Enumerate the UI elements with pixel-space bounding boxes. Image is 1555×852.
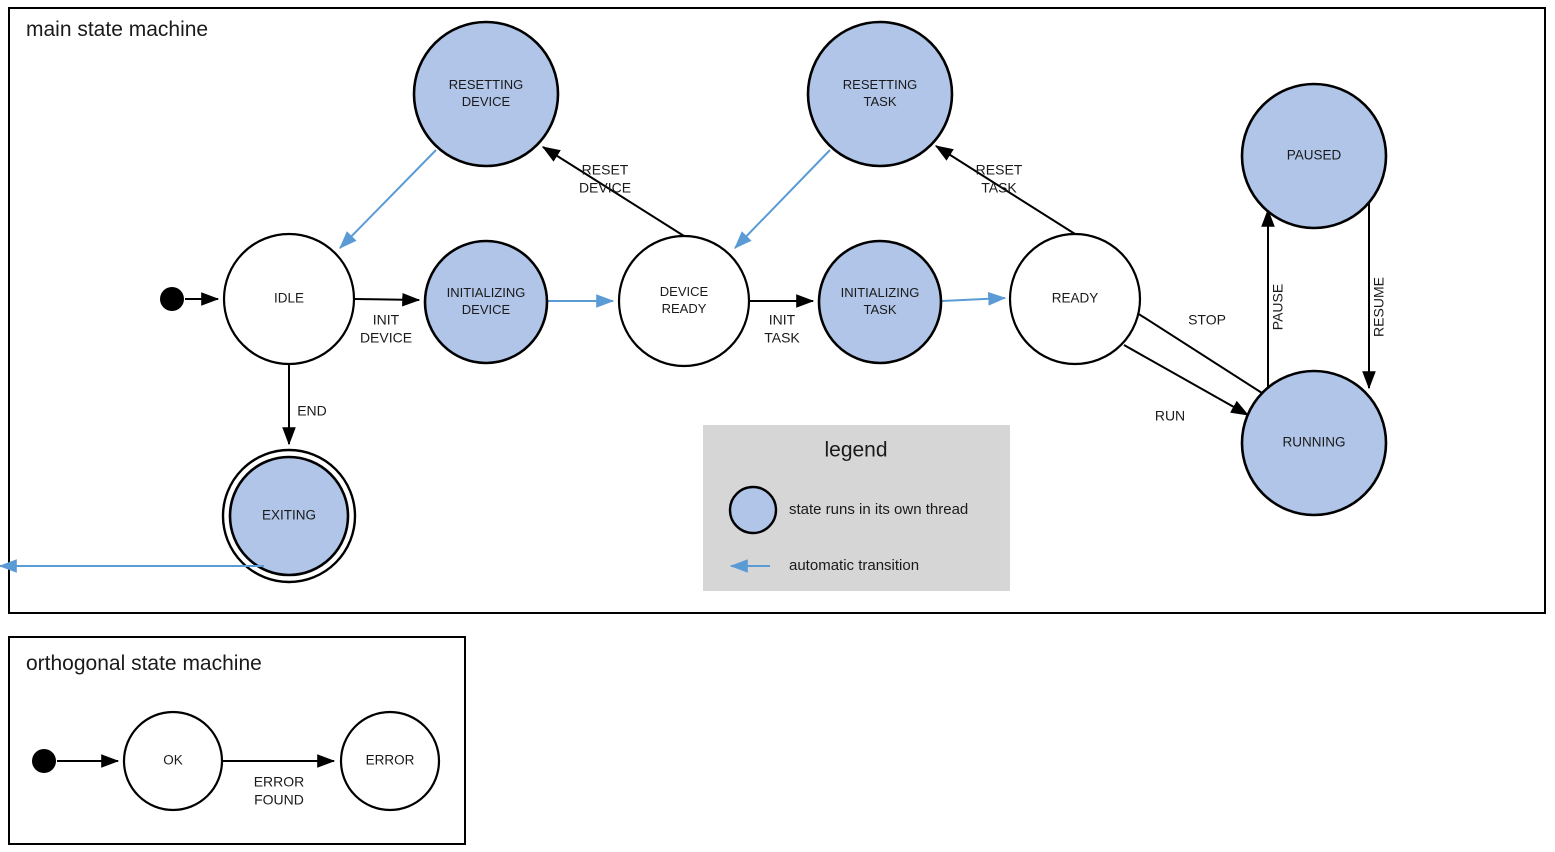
transition-arrow [941,292,1007,306]
transition-arrow [1118,301,1263,394]
transition-reset-task-device-ready [734,149,831,249]
transition-idle-init-device: INIT DEVICE [353,292,421,346]
state-label: IDLE [274,291,304,306]
state-label: RUNNING [1283,435,1346,450]
transition-label: END [297,403,327,419]
state-label: TASK [864,94,897,109]
state-label: READY [1052,291,1099,306]
ortho-initial-state-marker [32,749,56,773]
state-node-error[interactable]: ERROR [339,710,441,812]
transition-ok-error: ERROR FOUND [222,754,336,808]
state-node-resetting_device[interactable]: RESETTING DEVICE [412,20,560,168]
state-node-initializing_device[interactable]: INITIALIZING DEVICE [423,239,549,365]
transition-arrow [339,149,437,249]
transition-label: RESUME [1371,277,1387,337]
transition-ready-running: RUN [1123,344,1250,424]
transition-arrow [541,146,685,237]
transition-label: INIT [373,312,400,328]
state-label: OK [163,753,183,768]
transition-running-ready: STOP [1118,301,1263,394]
transition-arrow [1123,344,1250,416]
state-node-paused[interactable]: PAUSED [1240,82,1388,230]
legend: legend state runs in its own thread auto… [0,425,1010,591]
state-circle [806,20,954,168]
state-node-ok[interactable]: OK [122,710,224,812]
legend-thread-swatch-icon [728,485,778,535]
transition-label: INIT [769,312,796,328]
state-node-initializing_task[interactable]: INITIALIZING TASK [817,239,943,365]
orthogonal-transitions-layer: ERROR FOUND [57,754,336,808]
state-circle [817,239,943,365]
transition-paused-running: RESUME [1362,200,1387,390]
state-label: TASK [864,302,897,317]
transition-idle-exiting: END [282,364,327,446]
main-initial-state-marker [160,287,184,311]
state-node-idle[interactable]: IDLE [222,232,356,366]
legend-thread-label: state runs in its own thread [789,501,968,518]
transition-label: RUN [1155,408,1185,424]
transition-label: RESET [976,162,1023,178]
state-label: INITIALIZING [447,285,526,300]
state-circle [412,20,560,168]
transition-label: ERROR [254,774,305,790]
state-circle [1240,82,1388,230]
transition-running-paused: PAUSE [1261,208,1286,412]
transition-label: RESET [582,162,629,178]
transition-arrow [734,149,831,249]
state-circle [228,455,350,577]
state-circle [222,232,356,366]
main-frame-title: main state machine [26,18,208,41]
state-label: READY [662,301,707,316]
state-node-resetting_task[interactable]: RESETTING TASK [806,20,954,168]
state-label: PAUSED [1287,148,1342,163]
state-circle [423,239,549,365]
orthogonal-frame-title: orthogonal state machine [26,652,262,675]
state-label: ERROR [366,753,415,768]
state-node-ready[interactable]: READY [1008,232,1142,366]
state-label: DEVICE [462,302,511,317]
state-circle [122,710,224,812]
transition-device-ready-init-task: INIT TASK [749,294,815,346]
legend-title: legend [824,439,887,462]
transition-label: DEVICE [579,180,631,196]
state-circle [1240,369,1388,517]
transition-label: STOP [1188,312,1226,328]
state-circle [1008,232,1142,366]
transition-label: TASK [764,330,800,346]
transition-label: TASK [981,180,1017,196]
state-node-device_ready[interactable]: DEVICE READY [617,234,751,368]
state-label: EXITING [262,508,316,523]
transition-ready-reset-task: RESET TASK [934,145,1076,235]
transition-arrow [353,292,421,307]
state-label: RESETTING [843,77,917,92]
state-label: DEVICE [660,284,709,299]
transition-device-ready-reset: RESET DEVICE [541,146,685,237]
transition-arrow [934,145,1076,235]
state-circle [617,234,751,368]
legend-automatic-label: automatic transition [789,557,919,574]
transition-init-task-ready [941,292,1007,306]
state-node-running[interactable]: RUNNING [1240,369,1388,517]
state-node-exiting[interactable]: EXITING [221,448,357,584]
orthogonal-states-layer: OK ERROR [32,710,441,812]
transition-label: DEVICE [360,330,412,346]
final-state-outer-ring [221,448,357,584]
state-circle [339,710,441,812]
main-transitions-layer: INIT DEVICE RESET DEVICE END INIT TASK RESET TAS… [185,145,1387,446]
state-label: INITIALIZING [841,285,920,300]
state-label: DEVICE [462,94,511,109]
transition-reset-device-idle [339,149,437,249]
state-label: RESETTING [449,77,523,92]
transition-label: FOUND [254,792,304,808]
transition-label: PAUSE [1270,284,1286,330]
